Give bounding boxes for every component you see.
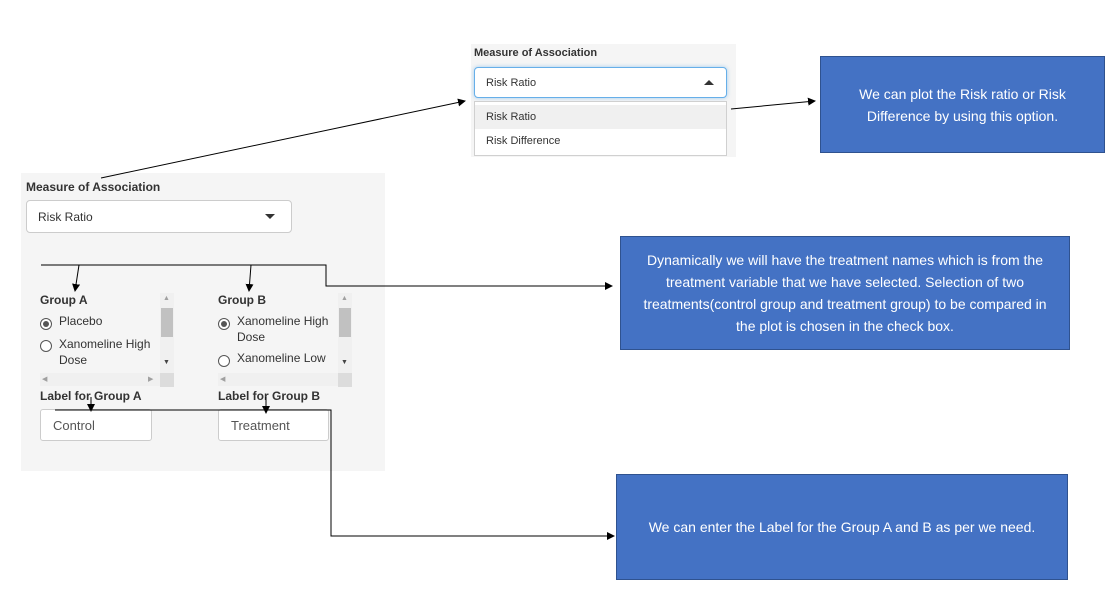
measure-select-value: Risk Ratio [38,210,93,224]
callout-measure: We can plot the Risk ratio or Risk Diffe… [820,56,1105,153]
option-risk-ratio[interactable]: Risk Ratio [475,105,726,129]
group-a-option-1[interactable]: Xanomeline High Dose [59,337,151,367]
arrow-measure-to-dropdown [100,98,466,179]
arrow-dropdown-to-callout [730,97,816,110]
arrow-to-group-a [72,264,81,292]
scrollbar-corner [338,373,352,387]
label-b-input[interactable]: Treatment [218,409,329,441]
scrollbar-thumb[interactable] [161,308,173,337]
measure-select[interactable]: Risk Ratio [26,200,292,233]
label-b-value: Treatment [231,418,290,433]
option-risk-difference[interactable]: Risk Difference [475,129,726,153]
group-b-title: Group B [218,293,266,307]
scrollbar-thumb[interactable] [339,308,351,337]
top-measure-options-list: Risk Ratio Risk Difference [474,101,727,156]
group-a-vertical-scrollbar[interactable]: ▲ ▼ [160,293,174,373]
group-b-radio-0[interactable] [218,318,230,330]
callout-labels: We can enter the Label for the Group A a… [616,474,1068,580]
arrow-labels-to-callout [55,409,615,540]
label-a-title: Label for Group A [40,389,142,403]
group-b-option-1[interactable]: Xanomeline Low Dose [237,351,326,365]
callout-groups: Dynamically we will have the treatment n… [620,236,1070,350]
label-a-value: Control [53,418,95,433]
arrow-groups-to-callout [41,264,613,290]
measure-label: Measure of Association [26,180,161,194]
caret-up-icon [704,80,714,85]
scroll-up-icon[interactable]: ▲ [341,295,348,302]
group-b-vertical-scrollbar[interactable]: ▲ ▼ [338,293,352,373]
scroll-right-icon[interactable]: ▶ [148,376,154,383]
label-b-title: Label for Group B [218,389,320,403]
scroll-left-icon[interactable]: ◀ [220,376,226,383]
scroll-left-icon[interactable]: ◀ [42,376,48,383]
group-b-radio-1[interactable] [218,355,230,367]
group-a-horizontal-scrollbar[interactable]: ◀ ▶ [40,373,160,386]
scroll-down-icon[interactable]: ▼ [341,359,348,366]
group-a-radio-0[interactable] [40,318,52,330]
top-measure-label: Measure of Association [474,47,598,59]
caret-down-icon [265,214,275,219]
group-a-radio-1[interactable] [40,340,52,352]
top-measure-select[interactable]: Risk Ratio [474,67,727,98]
scroll-down-icon[interactable]: ▼ [163,359,170,366]
option-label: Risk Difference [486,135,561,147]
option-label: Risk Ratio [486,111,537,123]
group-b-horizontal-scrollbar[interactable]: ◀ [218,373,338,386]
group-b-option-0[interactable]: Xanomeline High Dose [237,314,329,344]
arrow-to-group-b [245,264,254,292]
group-a-title: Group A [40,293,88,307]
top-measure-select-value: Risk Ratio [486,77,537,89]
scroll-up-icon[interactable]: ▲ [163,295,170,302]
scrollbar-corner [160,373,174,387]
group-a-option-0[interactable]: Placebo [59,314,103,328]
